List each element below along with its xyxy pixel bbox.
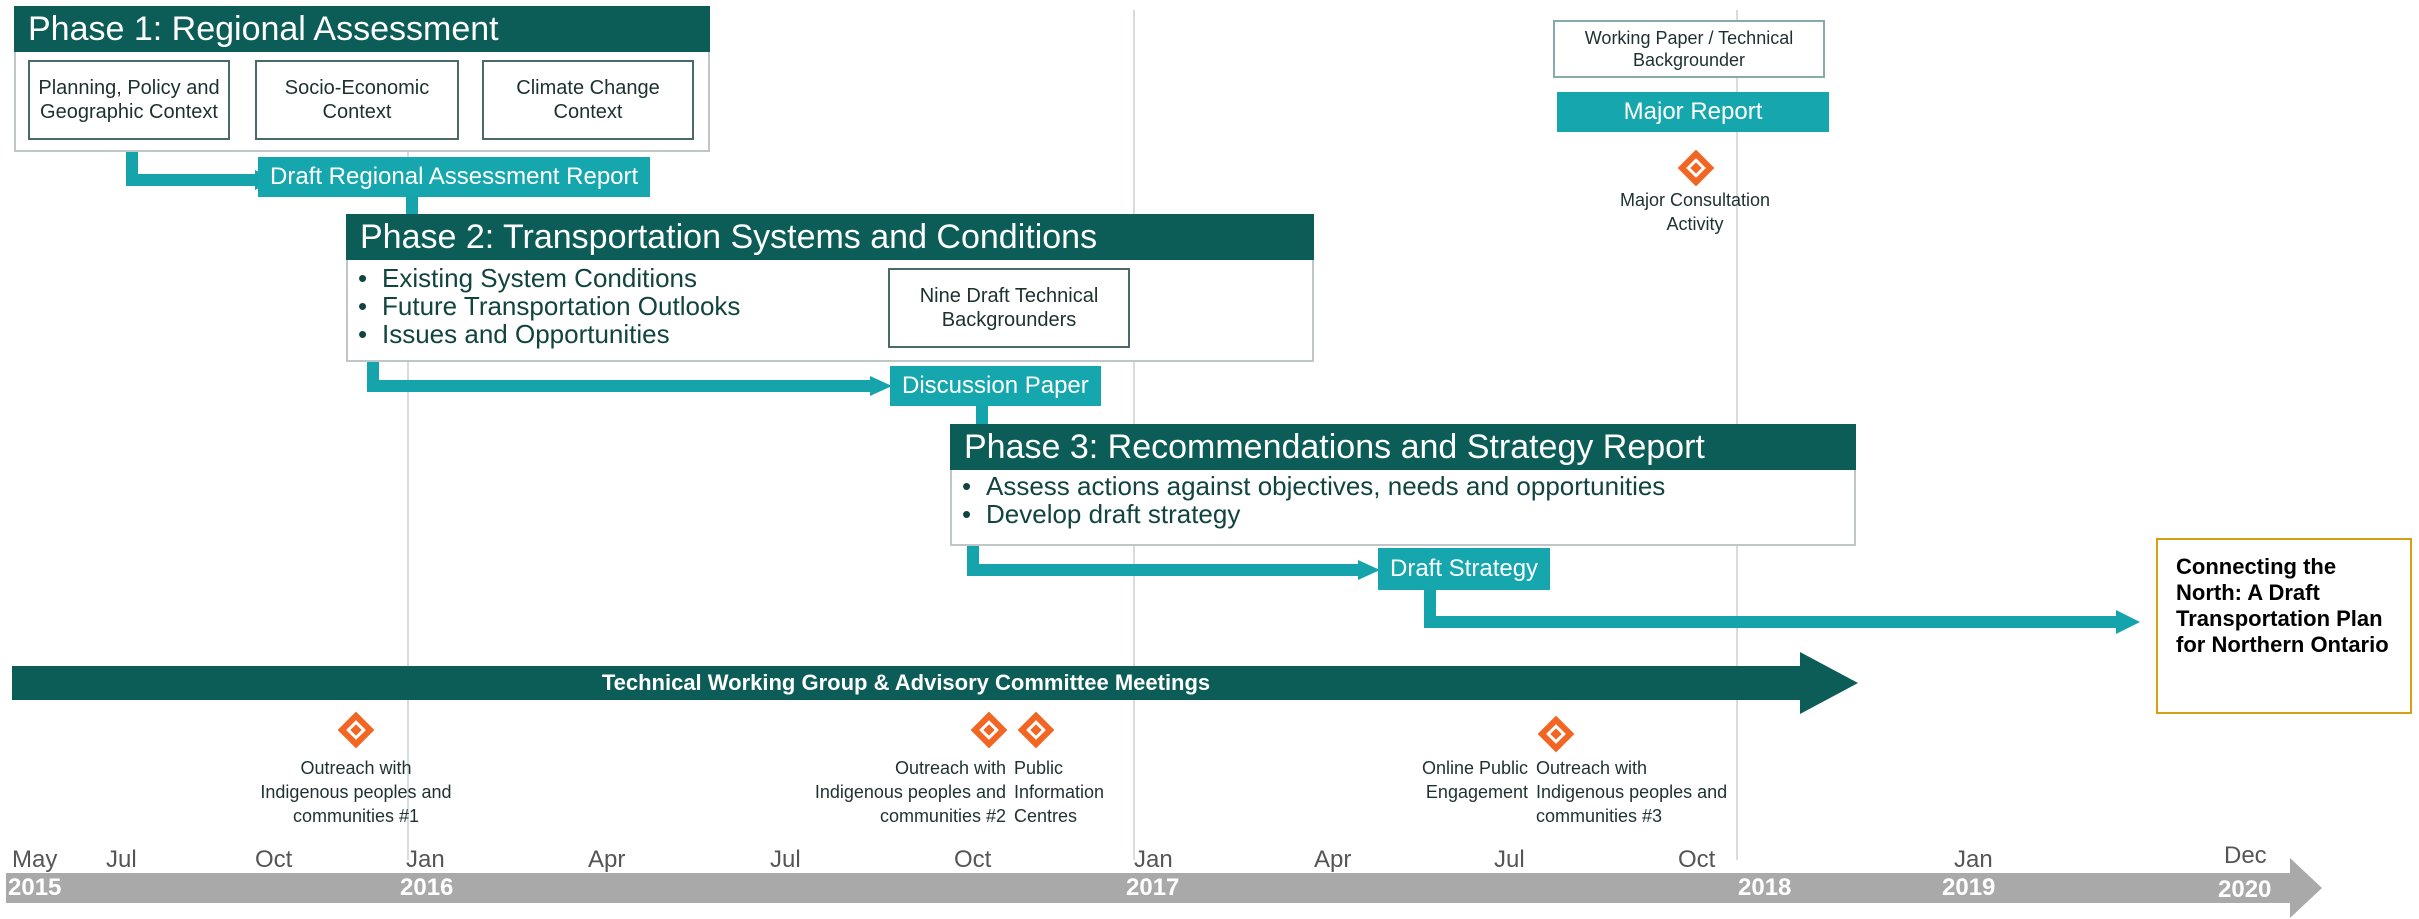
consultation-outreach2-label: Outreach with Indigenous peoples and com… — [814, 758, 1006, 826]
timeline-year: 2018 — [1738, 874, 1792, 901]
phase1-item-climate: Climate Change Context — [482, 60, 694, 140]
timeline-bar-shape — [6, 858, 2322, 918]
consultation-diamond-outreach3 — [1537, 715, 1575, 753]
timeline-month: Jul — [770, 846, 801, 873]
timeline-year: 2015 — [8, 874, 62, 901]
timeline-month: Oct — [1678, 846, 1716, 873]
consultation-diamond-outreach2 — [970, 711, 1008, 749]
phase3-bullet: Develop draft strategy — [956, 500, 1665, 528]
phase1-output-report: Draft Regional Assessment Report — [258, 157, 651, 197]
phase3-output-draft-strategy: Draft Strategy — [1378, 548, 1551, 590]
legend-major-report: Major Report — [1557, 92, 1829, 132]
final-plan-box: Connecting the North: A Draft Transporta… — [2156, 538, 2412, 714]
gridline-jan-2016 — [407, 60, 409, 860]
timeline-month: Oct — [954, 846, 992, 873]
phase2-arrowhead — [870, 376, 892, 396]
strategy-arrowhead — [2116, 610, 2140, 634]
consultation-online-label: Online Public Engagement — [1421, 758, 1528, 802]
consultation-public-info-label: Public Information Centres — [1014, 758, 1105, 826]
timeline-month: Apr — [1314, 846, 1352, 873]
timeline-month: Oct — [255, 846, 293, 873]
timeline-month: Jul — [106, 846, 137, 873]
phase3-connector — [967, 543, 1360, 576]
phase2-technical-backgrounders: Nine Draft Technical Backgrounders — [888, 268, 1130, 348]
phase2-title: Phase 2: Transportation Systems and Cond… — [346, 214, 1314, 260]
phase1-item-planning: Planning, Policy and Geographic Context — [28, 60, 230, 140]
timeline-month: Jan — [1134, 846, 1173, 873]
timeline-month: Apr — [588, 846, 626, 873]
timeline-year: 2016 — [400, 874, 454, 901]
phase2-bullet-list: Existing System Conditions Future Transp… — [352, 264, 740, 348]
timeline-month: Jul — [1494, 846, 1525, 873]
timeline-month: May — [12, 846, 58, 873]
meetings-bar-label: Technical Working Group & Advisory Commi… — [601, 670, 1211, 695]
timeline-month: Jan — [1954, 846, 1993, 873]
phase3-arrowhead — [1358, 560, 1380, 580]
legend-working-paper: Working Paper / Technical Backgrounder — [1553, 20, 1825, 78]
phase3-bullet: Assess actions against objectives, needs… — [956, 472, 1665, 500]
strategy-connector — [1424, 590, 2118, 628]
consultation-diamond-outreach1 — [337, 711, 375, 749]
consultation-outreach1-label: Outreach with Indigenous peoples and com… — [260, 758, 452, 826]
timeline-year: 2019 — [1942, 874, 1996, 901]
phase2-bullet: Existing System Conditions — [352, 264, 740, 292]
consultation-diamond-public-info — [1017, 711, 1055, 749]
meetings-bar-shape — [12, 652, 1858, 714]
legend-consultation-label: Major Consultation Activity — [1619, 190, 1771, 234]
phase3-title: Phase 3: Recommendations and Strategy Re… — [950, 424, 1856, 470]
timeline-year: 2020 — [2218, 876, 2272, 903]
phase2-to-phase3-link — [976, 404, 988, 424]
phase2-connector — [367, 360, 872, 392]
phase1-to-phase2-link — [406, 196, 418, 216]
phase2-bullet: Issues and Opportunities — [352, 320, 740, 348]
consultation-outreach3-label: Outreach with Indigenous peoples and com… — [1536, 758, 1728, 826]
phase1-item-socioeconomic: Socio-Economic Context — [255, 60, 459, 140]
timeline-month: Jan — [406, 846, 445, 873]
phase3-bullet-list: Assess actions against objectives, needs… — [956, 472, 1665, 528]
phase1-title: Phase 1: Regional Assessment — [14, 6, 710, 52]
timeline-year: 2017 — [1126, 874, 1180, 901]
consultation-diamond-legend — [1677, 149, 1715, 187]
phase2-output-discussion-paper: Discussion Paper — [890, 366, 1101, 406]
phase1-connector — [126, 152, 258, 186]
phase2-bullet: Future Transportation Outlooks — [352, 292, 740, 320]
timeline-month: Dec — [2224, 842, 2267, 869]
